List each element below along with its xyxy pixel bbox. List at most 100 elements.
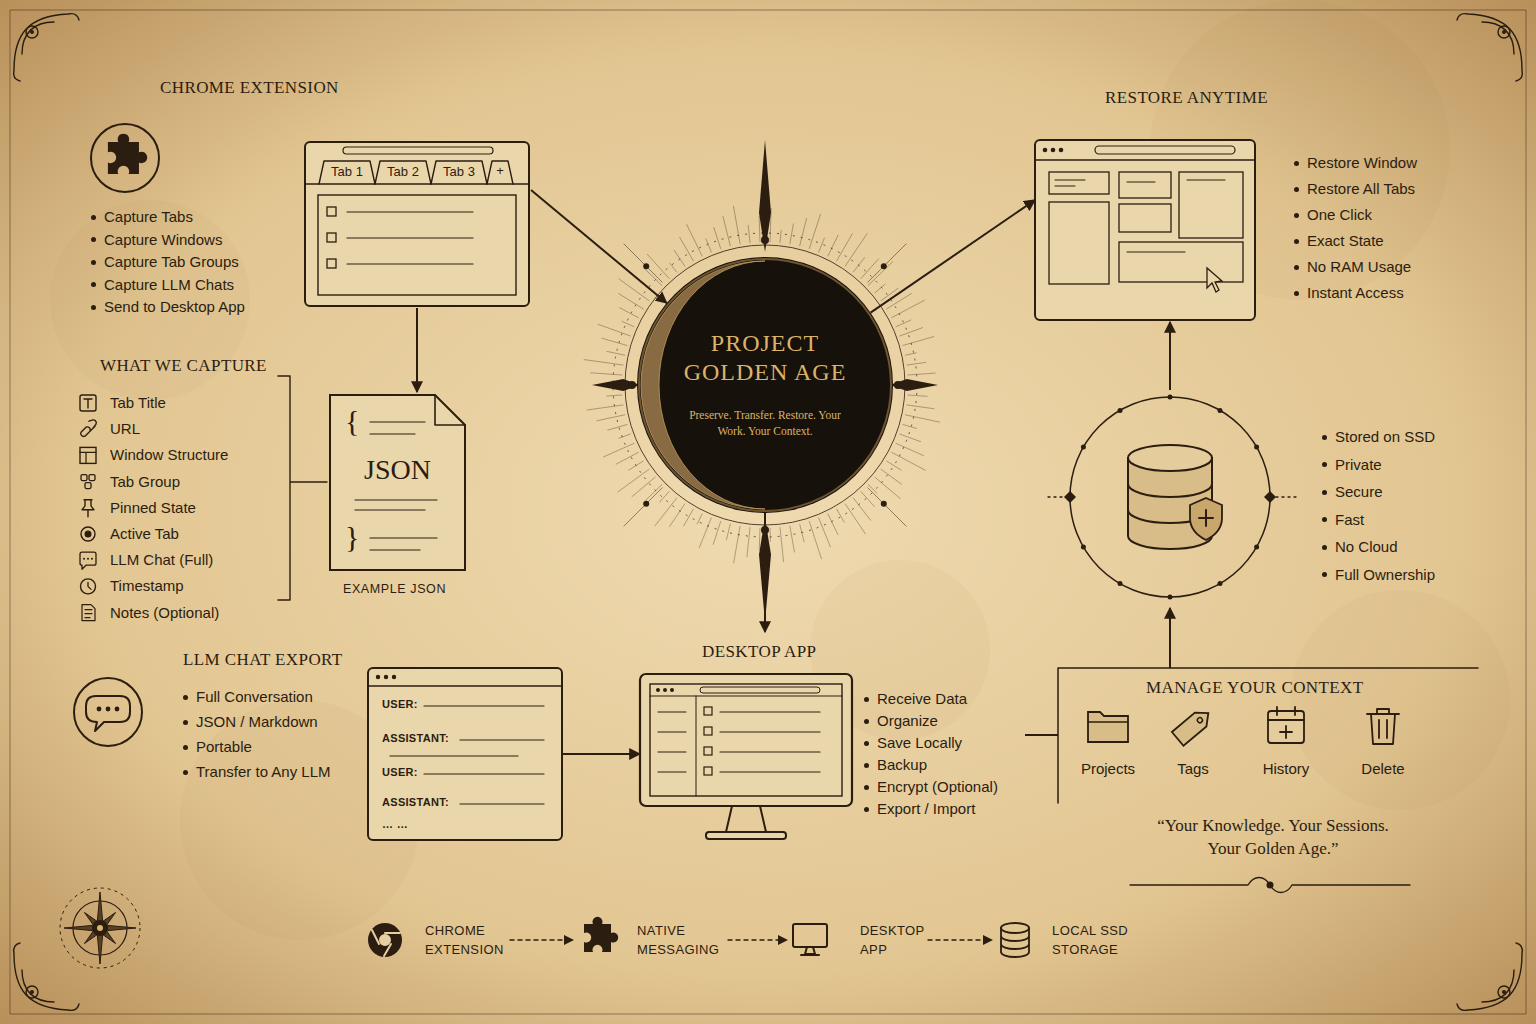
connector-arrow	[1169, 322, 1171, 390]
center-dot	[97, 925, 103, 931]
connector-arrow	[1025, 734, 1058, 736]
ray	[828, 235, 839, 257]
list-item: Full Conversation	[196, 688, 313, 705]
icon-ring	[91, 124, 159, 192]
ray	[699, 518, 711, 549]
list-item: Notes (Optional)	[110, 604, 219, 621]
ray	[881, 469, 902, 484]
ray	[632, 477, 656, 497]
ornament-dot	[1502, 30, 1506, 34]
node-text: PROJECT GOLDEN AGE	[670, 329, 860, 387]
frame	[10, 10, 1526, 1014]
stroke	[1268, 707, 1304, 738]
capture-icon	[81, 475, 95, 489]
center-dot	[92, 920, 108, 936]
text-line	[720, 751, 820, 752]
ray	[809, 214, 820, 249]
icon	[80, 395, 96, 411]
ray	[902, 336, 934, 345]
section-heading: CHROME EXTENSION	[160, 78, 339, 98]
ray	[899, 434, 921, 442]
ray	[590, 373, 622, 375]
ray	[891, 452, 925, 470]
stroke	[82, 500, 94, 517]
ray	[616, 452, 639, 464]
ray	[619, 279, 650, 301]
stroke	[84, 399, 92, 408]
ray	[622, 321, 635, 327]
ornament-dot	[1502, 990, 1506, 994]
ray	[733, 206, 740, 244]
icon	[81, 579, 96, 594]
manage-context-panel: MANAGE YOUR CONTEXTProjectsTagsHistoryDe…	[1058, 668, 1478, 803]
ray	[819, 238, 825, 253]
section-heading: RESTORE ANYTIME	[1105, 88, 1268, 108]
stroke	[88, 582, 91, 589]
sun-ornament	[584, 140, 940, 622]
ring-dot	[1218, 581, 1223, 586]
capture-icons	[80, 395, 96, 621]
ray	[875, 477, 901, 499]
icon	[1088, 712, 1128, 742]
node-text: Tab 3	[431, 165, 487, 180]
window-frame	[368, 668, 562, 840]
ray	[790, 223, 794, 244]
node-text: Receive Data	[877, 690, 967, 707]
ray	[647, 254, 669, 279]
flourish	[1130, 878, 1410, 893]
ring-dot	[1254, 445, 1259, 450]
text-line	[347, 211, 473, 212]
dark-disc	[637, 257, 893, 513]
ray	[659, 491, 669, 502]
desktop-app: DESKTOP APPReceive DataOrganizeSave Loca…	[640, 632, 1025, 844]
central-circle: PROJECT GOLDEN AGEPreserve. Transfer. Re…	[637, 257, 893, 513]
chat-window: USER:ASSISTANT:USER:ASSISTANT:… …	[368, 668, 562, 840]
spike	[890, 379, 938, 391]
bracket-line	[1058, 668, 1478, 803]
ray	[769, 528, 770, 542]
cursor	[1207, 268, 1222, 292]
node-text: USER:	[382, 766, 418, 779]
ray	[809, 521, 821, 559]
ornament-dot	[643, 263, 649, 269]
ring-dot	[1081, 545, 1086, 550]
ray	[669, 504, 685, 527]
ray	[723, 216, 730, 246]
list-item: URL	[110, 420, 140, 437]
shield	[1190, 498, 1222, 540]
database-icon	[1001, 923, 1029, 957]
ray	[680, 237, 694, 261]
spike	[592, 379, 640, 391]
ray	[886, 461, 901, 471]
tab-shape	[431, 161, 487, 184]
ray	[905, 415, 940, 422]
stroke	[696, 696, 697, 796]
ray	[618, 469, 650, 492]
text-line	[355, 422, 437, 550]
bubble-dot	[115, 707, 120, 712]
capture-icon	[81, 420, 97, 437]
ornament-dot	[894, 381, 902, 389]
checkbox	[704, 767, 712, 775]
content-panel	[318, 195, 516, 295]
ray	[780, 230, 781, 243]
ray	[853, 498, 871, 521]
node-text: Organize	[877, 712, 938, 729]
text-line	[720, 771, 820, 772]
monitor	[640, 674, 852, 806]
window-dot	[656, 688, 660, 692]
capture-icon	[80, 552, 96, 569]
folder-icon	[1088, 712, 1128, 742]
ray	[896, 320, 912, 327]
address-bar	[1095, 146, 1235, 154]
ray	[714, 227, 721, 249]
list-item: Window Structure	[110, 446, 228, 463]
ring	[625, 245, 905, 525]
ray	[687, 224, 703, 256]
dashed-arrow	[728, 939, 780, 940]
node-text: … …	[382, 818, 408, 831]
puzzle-icon	[108, 134, 147, 174]
ray	[606, 395, 622, 396]
ray	[618, 434, 630, 438]
node-text: Private	[1335, 456, 1382, 473]
